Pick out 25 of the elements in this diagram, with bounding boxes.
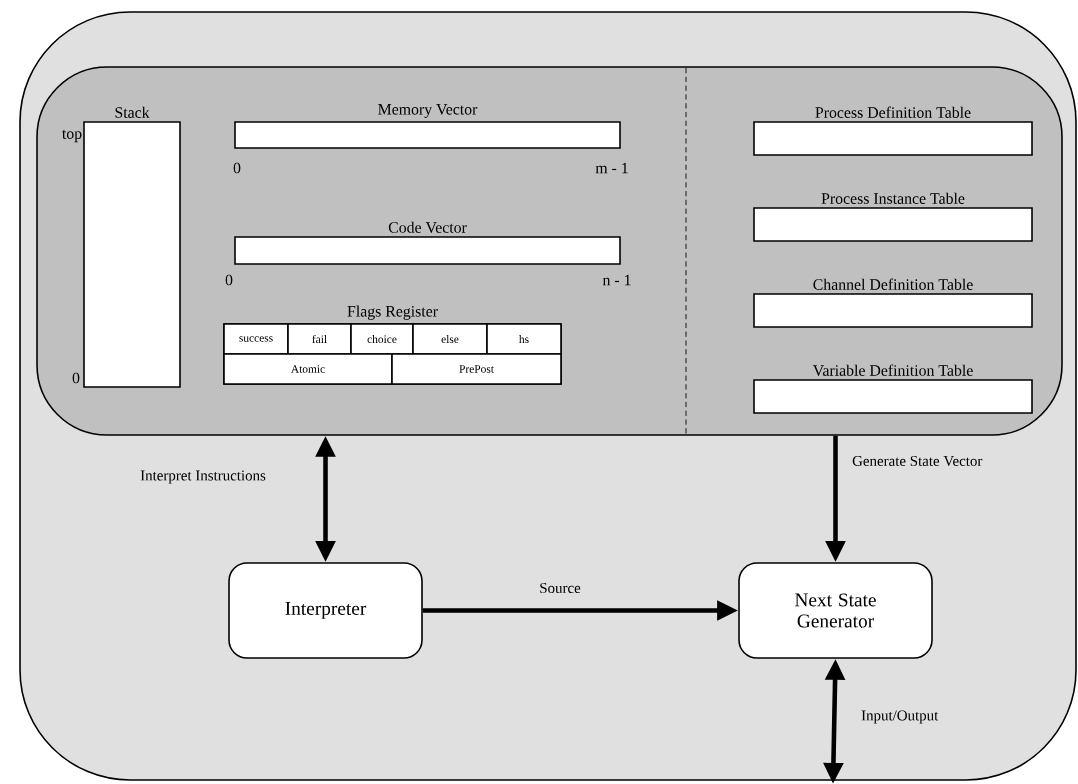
index-label: 0	[233, 162, 241, 174]
box-title: Process Instance Table	[821, 192, 965, 204]
process-box: Next State Generator	[738, 562, 933, 659]
index-label: n - 1	[602, 274, 631, 286]
box-title: Code Vector	[388, 221, 467, 233]
flag-cell: choice	[350, 323, 414, 355]
box-title: Memory Vector	[378, 104, 478, 118]
flag-cell: success	[223, 323, 289, 355]
edge-label: Source	[540, 582, 581, 593]
box-title: Process Definition Table	[815, 106, 971, 118]
index-label: 0	[72, 372, 80, 384]
index-label: top	[62, 129, 82, 143]
edge-label: Generate State Vector	[852, 455, 983, 467]
box-title: Channel Definition Table	[813, 278, 973, 290]
index-label: 0	[225, 274, 233, 286]
flag-cell: hs	[486, 323, 562, 355]
box-title: Flags Register	[347, 305, 438, 320]
box-title: Variable Definition Table	[812, 364, 973, 376]
edge-label: Interpret Instructions	[140, 470, 266, 484]
box-title: Stack	[115, 106, 150, 118]
process-box: Interpreter	[228, 562, 423, 659]
flag-cell: fail	[287, 323, 352, 355]
edge-label: Input/Output	[861, 710, 939, 724]
flag-cell: else	[412, 323, 488, 355]
index-label: m - 1	[595, 162, 628, 174]
